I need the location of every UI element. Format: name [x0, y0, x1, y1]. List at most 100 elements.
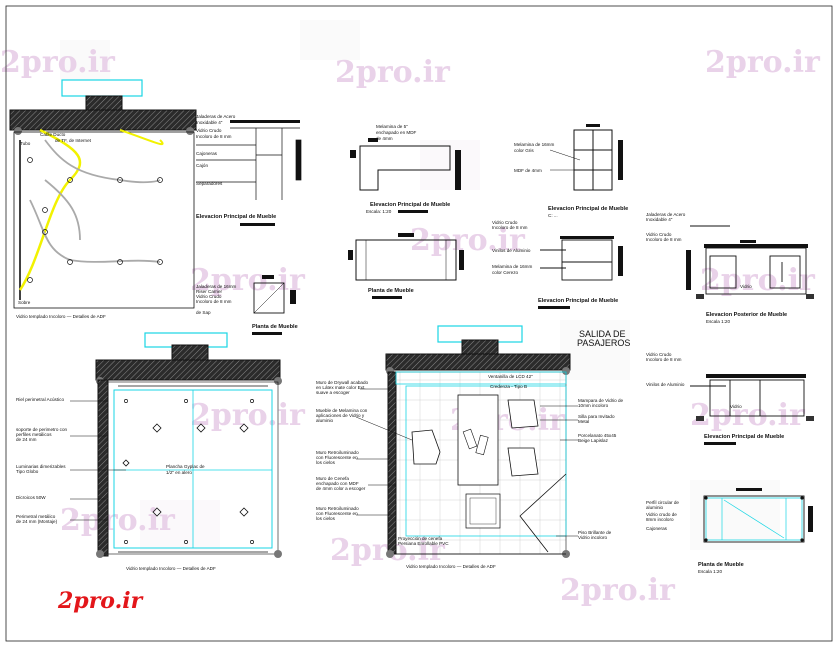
svg-text:Cajón: Cajón — [196, 163, 208, 168]
svg-text:10mm incoloro: 10mm incoloro — [578, 403, 609, 408]
svg-text:Credenza - Tipo B: Credenza - Tipo B — [490, 384, 527, 389]
svg-text:en Látex mate color Ext.: en Látex mate color Ext. — [316, 385, 366, 390]
floor-left-labels: Muro de Drywall acabado en Látex mate co… — [316, 380, 369, 521]
ceiling-plan: Riel perimetral Acústico soporte de peri… — [16, 332, 282, 571]
svg-text:los cielos: los cielos — [316, 516, 336, 521]
svg-text:Inoxidable 4": Inoxidable 4" — [196, 120, 223, 125]
svg-text:aplicaciones de Vidrio y: aplicaciones de Vidrio y — [316, 413, 365, 418]
svg-text:suave a escoger: suave a escoger — [316, 390, 350, 395]
svg-text:Riser Carrier: Riser Carrier — [196, 289, 223, 294]
svg-text:Melamina de 16mm: Melamina de 16mm — [514, 142, 555, 147]
column-node — [14, 127, 22, 135]
svg-text:Cajoneras: Cajoneras — [646, 526, 668, 531]
svg-text:Beige Lapislaz: Beige Lapislaz — [578, 438, 609, 443]
svg-text:Incoloro de 8 mm: Incoloro de 8 mm — [196, 299, 232, 304]
svg-text:Tipo Globo: Tipo Globo — [16, 469, 39, 474]
watermark-text: 2pro.ir — [335, 55, 451, 90]
svg-text:Elevacion Principal de Mueble: Elevacion Principal de Mueble — [538, 298, 618, 304]
svg-text:Perfil circular de: Perfil circular de — [646, 500, 679, 505]
cabinet-elevation — [196, 127, 302, 200]
svg-text:de 4mm color a escoger: de 4mm color a escoger — [316, 486, 366, 491]
svg-text:Vidrio Crudo: Vidrio Crudo — [646, 352, 672, 357]
title-box — [61, 79, 143, 97]
svg-text:Vidrio Crudo: Vidrio Crudo — [646, 232, 672, 237]
svg-text:Vidrio templado Incoloro — Det: Vidrio templado Incoloro — Detalles de A… — [406, 564, 496, 569]
svg-text:Escala 1:20: Escala 1:20 — [706, 319, 730, 324]
floor-plan: SALIDA DE PASAJEROS Muro de Drywall acab… — [316, 325, 630, 569]
watermark-text: 2pro.ir — [60, 503, 176, 538]
salida-heading: SALIDA DE — [579, 329, 626, 339]
svg-text:Metal: Metal — [578, 419, 589, 424]
svg-text:con Fluorescente en: con Fluorescente en — [316, 511, 358, 516]
watermark-text: 2pro.ir — [690, 398, 806, 433]
svg-text:soporte de perimetro con: soporte de perimetro con — [16, 427, 68, 432]
svg-text:Elevacion Principal de Mueble: Elevacion Principal de Mueble — [548, 206, 628, 212]
ceiling-left-labels: Riel perimetral Acústico soporte de peri… — [16, 397, 68, 524]
svg-text:Incoloro de 8 mm: Incoloro de 8 mm — [492, 225, 528, 230]
light-fixtures — [122, 423, 249, 517]
plan-top-left: Cable Ducto de TF, de Internet Tubo Sobr… — [9, 79, 302, 335]
svg-text:aluminio: aluminio — [316, 418, 334, 423]
svg-text:Silla para Invitado: Silla para Invitado — [578, 414, 615, 419]
svg-text:8mm incoloro: 8mm incoloro — [646, 517, 674, 522]
background-mosaic — [60, 20, 780, 550]
desk-title: Elevacion Principal de Mueble — [370, 202, 450, 208]
svg-text:de 4mm: de 4mm — [376, 136, 393, 141]
desk-detail: Melamina de 5" enchapado en MDF de 4mm E… — [348, 124, 464, 299]
elevation-title: Elevacion Principal de Mueble — [196, 214, 276, 220]
watermark-text: 2pro.ir — [705, 45, 821, 80]
wall-top — [9, 109, 197, 131]
floor-right-labels: Ventanilla de LCD 42" Credenza - Tipo B … — [488, 374, 624, 540]
svg-text:Muro de Drywall acabado: Muro de Drywall acabado — [316, 380, 369, 385]
watermark-text: 2pro.ir — [190, 398, 306, 433]
svg-text:Ventanilla de LCD 42": Ventanilla de LCD 42" — [488, 374, 533, 379]
svg-text:Piso Brillante de: Piso Brillante de — [578, 530, 612, 535]
desk-plant-title: Planta de Mueble — [368, 288, 414, 294]
watermark-text: 2pro.ir — [560, 573, 676, 608]
watermark-text: 2pro.ir — [190, 263, 306, 298]
svg-text:color Gris: color Gris — [514, 148, 534, 153]
svg-text:los cielos: los cielos — [316, 460, 336, 465]
svg-text:Muro Retroiluminado: Muro Retroiluminado — [316, 450, 359, 455]
sheet-border — [5, 5, 833, 642]
svg-text:de 24 mm: de 24 mm — [16, 437, 37, 442]
svg-text:Perimetral metálico: Perimetral metálico — [16, 514, 56, 519]
shelf-detail: Melamina de 16mm color Gris MDF de 4mm E… — [492, 124, 628, 309]
svg-text:Inoxidable 4": Inoxidable 4" — [646, 217, 673, 222]
watermark-text: 2pro.ir — [0, 45, 116, 80]
svg-text:Melamina de 5": Melamina de 5" — [376, 124, 408, 129]
svg-text:Incoloro de 8 mm: Incoloro de 8 mm — [646, 357, 682, 362]
svg-text:Riel perimetral Acústico: Riel perimetral Acústico — [16, 397, 64, 402]
svg-text:Vidrio: Vidrio — [740, 284, 752, 289]
right-details: Jaladeras de Acero Inoxidable 4" Vidrio … — [646, 212, 814, 574]
svg-text:Dicroicos 50W: Dicroicos 50W — [16, 495, 46, 500]
svg-text:1/2" en alero: 1/2" en alero — [166, 470, 192, 475]
svg-text:Vidrio Crudo: Vidrio Crudo — [492, 220, 518, 225]
svg-text:Vidrio incoloro: Vidrio incoloro — [578, 535, 607, 540]
svg-text:Persiana Enrollable PVC: Persiana Enrollable PVC — [398, 541, 449, 546]
svg-text:Incoloro de 8 mm: Incoloro de 8 mm — [646, 237, 682, 242]
svg-text:Separadores: Separadores — [196, 181, 223, 186]
svg-text:de 24 mm (Montaje): de 24 mm (Montaje) — [16, 519, 58, 524]
svg-text:C: ...: C: ... — [548, 213, 558, 218]
svg-text:Vidrio templado Incoloro — Det: Vidrio templado Incoloro — Detalles de A… — [126, 566, 216, 571]
svg-text:aluminio: aluminio — [646, 505, 664, 510]
svg-text:Elevacion Principal de Mueble: Elevacion Principal de Mueble — [704, 434, 784, 440]
svg-text:Cajoneras: Cajoneras — [196, 151, 218, 156]
logo: 2pro.ir — [57, 588, 144, 614]
svg-text:Muro Retroiluminado: Muro Retroiluminado — [316, 506, 359, 511]
svg-text:enchapado en MDF: enchapado en MDF — [376, 130, 417, 135]
svg-text:Mueble de Melamina con: Mueble de Melamina con — [316, 408, 368, 413]
svg-text:MDF de 4mm: MDF de 4mm — [514, 168, 542, 173]
svg-text:Vidrio Crudo: Vidrio Crudo — [196, 294, 222, 299]
label: Sobre — [18, 300, 31, 305]
plan-caption: Vidrio templado Incoloro — Detalles de A… — [16, 314, 106, 319]
svg-text:color Cerezo: color Cerezo — [492, 270, 518, 275]
svg-text:Jaladeras de Acero: Jaladeras de Acero — [196, 114, 236, 119]
svg-text:Jaladeras de 16mm: Jaladeras de 16mm — [196, 284, 237, 289]
svg-text:Vidrio Crudo: Vidrio Crudo — [196, 128, 222, 133]
watermark-text: 2pro.ir — [700, 263, 816, 298]
svg-text:Melamina de 16mm: Melamina de 16mm — [492, 264, 533, 269]
